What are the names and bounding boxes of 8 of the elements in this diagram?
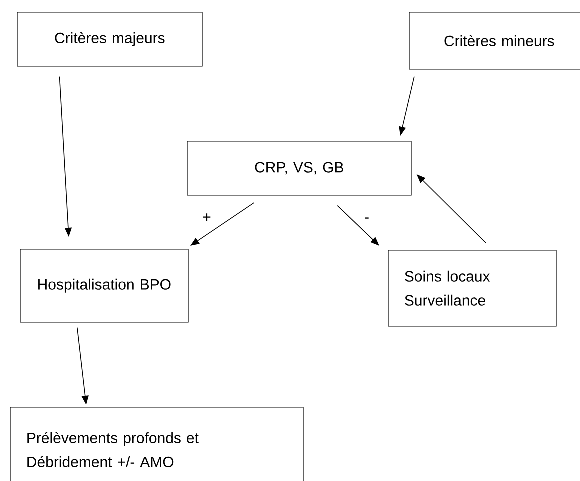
process-box: Critères majeurs xyxy=(17,12,203,67)
process-box: Soins locaux Surveillance xyxy=(388,250,557,327)
edge-label: - xyxy=(364,216,370,224)
process-box: Hospitalisation BPO xyxy=(20,248,189,323)
edge-label: + xyxy=(202,212,212,224)
process-box: Critères mineurs xyxy=(409,12,580,70)
process-box: Prélèvements profonds et Débridement +/- AMO xyxy=(10,407,304,481)
process-box: CRP, VS, GB xyxy=(187,141,412,196)
